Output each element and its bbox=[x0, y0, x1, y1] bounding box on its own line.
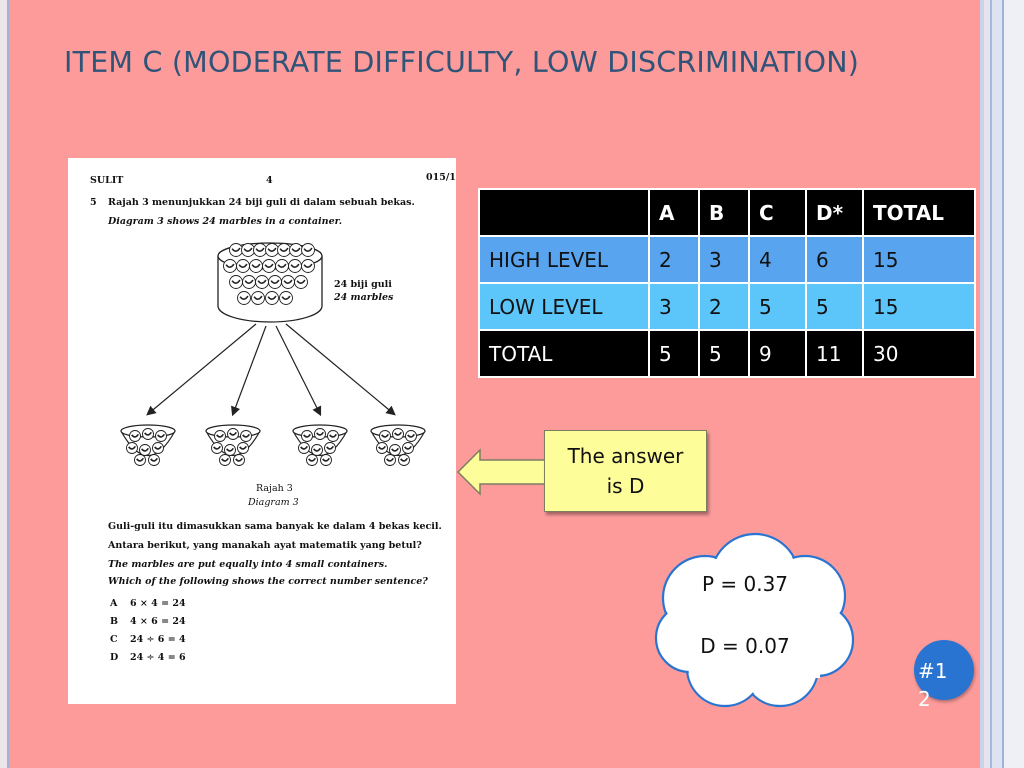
question-number: 5 bbox=[90, 197, 97, 208]
answer-callout-line-2: is D bbox=[606, 474, 645, 498]
right-stripe-1 bbox=[980, 0, 984, 768]
table-cell: 5 bbox=[648, 329, 700, 378]
distribution-arrows bbox=[146, 323, 396, 417]
table-cell: 9 bbox=[748, 329, 807, 378]
right-stripe-3 bbox=[990, 0, 992, 768]
table-header-cell: B bbox=[698, 188, 750, 237]
table-cell: 4 bbox=[748, 235, 807, 284]
table-header-cell: TOTAL bbox=[862, 188, 976, 237]
table-cell: 15 bbox=[862, 235, 976, 284]
question-body-english-1: The marbles are put equally into 4 small… bbox=[108, 559, 388, 570]
question-stem-english: Diagram 3 shows 24 marbles in a containe… bbox=[108, 216, 343, 227]
exam-header-code: 015/1 bbox=[426, 172, 456, 183]
table-cell: 2 bbox=[648, 235, 700, 284]
table-header-cell bbox=[478, 188, 650, 237]
table-header-cell: D* bbox=[805, 188, 864, 237]
table-cell: 15 bbox=[862, 282, 976, 331]
diagram-caption-malay: Rajah 3 bbox=[256, 483, 293, 494]
right-stripe-5 bbox=[1002, 0, 1004, 768]
option-c-text: 24 ÷ 6 = 4 bbox=[130, 634, 186, 645]
option-b-text: 4 × 6 = 24 bbox=[130, 616, 186, 627]
left-accent-line bbox=[7, 0, 9, 768]
table-cell: 2 bbox=[698, 282, 750, 331]
table-cell: 6 bbox=[805, 235, 864, 284]
question-body-malay-1: Guli-guli itu dimasukkan sama banyak ke … bbox=[108, 521, 442, 532]
p-value-text: P = 0.37 bbox=[701, 572, 789, 596]
diagram-caption-english: Diagram 3 bbox=[248, 497, 299, 508]
right-stripe-6 bbox=[1004, 0, 1024, 768]
slide-number-badge bbox=[914, 640, 974, 700]
left-arrow-icon bbox=[456, 448, 546, 496]
option-c-letter: C bbox=[110, 634, 118, 645]
question-body-english-2: Which of the following shows the correct… bbox=[108, 576, 428, 587]
table-row-label: LOW LEVEL bbox=[478, 282, 650, 331]
slide-title: ITEM C (MODERATE DIFFICULTY, LOW DISCRIM… bbox=[64, 46, 860, 79]
table-cell: 30 bbox=[862, 329, 976, 378]
exam-header-left: SULIT bbox=[90, 175, 124, 186]
right-stripe-4 bbox=[992, 0, 1002, 768]
question-stem-malay: Rajah 3 menunjukkan 24 biji guli di dala… bbox=[108, 197, 415, 208]
marbles-label-malay: 24 biji guli bbox=[334, 279, 392, 290]
answer-callout-line-1: The answer bbox=[567, 444, 684, 468]
table-row: HIGH LEVEL 2 3 4 6 15 bbox=[478, 235, 976, 284]
table-cell: 5 bbox=[805, 282, 864, 331]
table-cell: 3 bbox=[648, 282, 700, 331]
option-a-text: 6 × 4 = 24 bbox=[130, 598, 186, 609]
table-header-cell: C bbox=[748, 188, 807, 237]
question-body-malay-2: Antara berikut, yang manakah ayat matema… bbox=[108, 540, 422, 551]
exam-header-page: 4 bbox=[266, 175, 273, 186]
marbles-diagram bbox=[120, 242, 426, 466]
slide-number-text: #12 bbox=[918, 659, 948, 711]
table-cell: 5 bbox=[698, 329, 750, 378]
option-d-letter: D bbox=[110, 652, 119, 663]
table-row-label: TOTAL bbox=[478, 329, 650, 378]
table-row-label: HIGH LEVEL bbox=[478, 235, 650, 284]
answer-callout: The answer is D bbox=[544, 430, 707, 512]
table-row: LOW LEVEL 3 2 5 5 15 bbox=[478, 282, 976, 331]
cloud-shape-icon bbox=[654, 532, 855, 708]
right-stripe-2 bbox=[984, 0, 990, 768]
table-header-cell: A bbox=[648, 188, 700, 237]
table-header-row: A B C D* TOTAL bbox=[478, 188, 976, 237]
large-container bbox=[217, 242, 323, 323]
marbles-label-english: 24 marbles bbox=[334, 292, 394, 303]
response-table: A B C D* TOTAL HIGH LEVEL 2 3 4 6 15 LOW… bbox=[478, 188, 976, 378]
d-value-text: D = 0.07 bbox=[700, 634, 790, 658]
option-d-text: 24 ÷ 4 = 6 bbox=[130, 652, 186, 663]
left-border-stripe bbox=[0, 0, 9, 768]
table-cell: 11 bbox=[805, 329, 864, 378]
table-row: TOTAL 5 5 9 11 30 bbox=[478, 329, 976, 378]
table-cell: 3 bbox=[698, 235, 750, 284]
exam-question-image: SULIT 4 015/1 5 Rajah 3 menunjukkan 24 b… bbox=[68, 158, 456, 704]
option-a-letter: A bbox=[110, 598, 118, 609]
small-bowls bbox=[120, 424, 426, 466]
option-b-letter: B bbox=[110, 616, 119, 627]
table-cell: 5 bbox=[748, 282, 807, 331]
